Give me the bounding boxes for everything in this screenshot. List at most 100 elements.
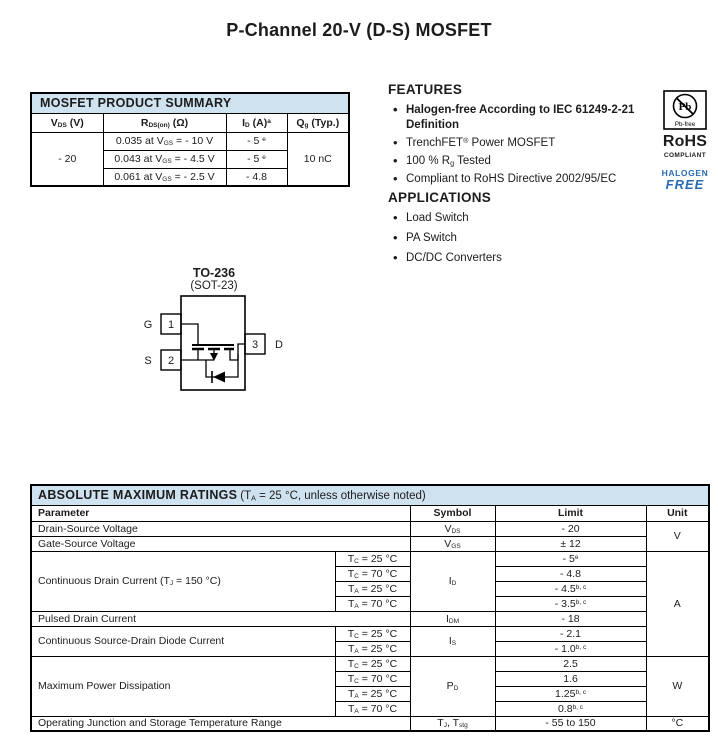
amr-limit: 2.5: [494, 655, 647, 672]
pin2-number: 2: [168, 355, 174, 367]
features-section: FEATURES Halogen-free According to IEC 6…: [388, 82, 664, 190]
table-row: MOSFET PRODUCT SUMMARY: [30, 92, 350, 114]
halogen-label: HALOGEN: [661, 168, 709, 178]
amr-header-unit: Unit: [645, 504, 710, 522]
summary-id-value: - 4.8: [225, 167, 288, 187]
amr-limit: - 20: [494, 520, 647, 537]
amr-limit: - 5e: [494, 550, 647, 567]
summary-header-rds: RDS(on) (Ω): [102, 112, 227, 133]
pb-free-icon: Pb Pb-free: [663, 90, 707, 130]
amr-parameter: Drain-Source Voltage: [30, 520, 411, 537]
amr-limit: - 1.0b, c: [494, 640, 647, 657]
halogen-free-label: FREE: [665, 177, 705, 192]
table-row: Gate-Source Voltage VGS ± 12: [30, 535, 709, 552]
amr-condition: TA = 70 °C: [334, 595, 411, 612]
page-title: P-Channel 20-V (D-S) MOSFET: [226, 20, 492, 40]
amr-parameter: Continuous Drain Current (TJ = 150 °C): [30, 550, 336, 612]
amr-limit: - 3.5b, c: [494, 595, 647, 612]
amr-header-symbol: Symbol: [409, 504, 496, 522]
amr-parameter: Gate-Source Voltage: [30, 535, 411, 552]
amr-table-title-cell: ABSOLUTE MAXIMUM RATINGS (TA = 25 °C, un…: [30, 484, 710, 506]
features-list: Halogen-free According to IEC 61249-2-21…: [388, 102, 664, 188]
summary-rds-value: 0.035 at VGS = - 10 V: [102, 131, 227, 151]
summary-rds-value: 0.061 at VGS = - 2.5 V: [102, 167, 227, 187]
summary-table-title: MOSFET PRODUCT SUMMARY: [30, 92, 350, 114]
table-row: Maximum Power Dissipation TC = 25 °C PD …: [30, 655, 710, 717]
product-summary-table: MOSFET PRODUCT SUMMARY VDS (V) RDS(on) (…: [30, 92, 350, 187]
amr-limit: 1.25b, c: [494, 685, 647, 702]
pin3-number: 3: [252, 339, 258, 351]
table-row: Pulsed Drain Current IDM - 18: [30, 610, 709, 627]
amr-parameter: Continuous Source-Drain Diode Current: [30, 625, 336, 657]
amr-symbol: IDM: [409, 610, 496, 627]
amr-limit: - 18: [494, 610, 647, 627]
package-name: TO-236: [192, 266, 236, 280]
package-outline-drawing: 1 2 3 G S D: [144, 295, 283, 391]
feature-item: Compliant to RoHS Directive 2002/95/EC: [388, 171, 664, 188]
feature-item: Halogen-free According to IEC 61249-2-21…: [388, 102, 664, 133]
amr-limit: - 4.5b, c: [494, 580, 647, 597]
amr-table-note: (TA = 25 °C, unless otherwise noted): [240, 490, 426, 503]
features-heading: FEATURES: [388, 82, 463, 97]
amr-condition: TC = 70 °C: [334, 565, 411, 582]
feature-item: TrenchFET® Power MOSFET: [388, 135, 664, 152]
table-row: Parameter Symbol Limit Unit: [30, 504, 710, 522]
amr-condition: TA = 70 °C: [334, 700, 411, 717]
amr-condition: TC = 25 °C: [334, 625, 411, 642]
table-row: 0.043 at VGS = - 4.5 V - 5 e: [31, 149, 349, 169]
application-item: PA Switch: [388, 230, 664, 247]
amr-unit: V: [645, 520, 710, 552]
amr-symbol: VDS: [409, 520, 496, 537]
absolute-maximum-ratings-table: ABSOLUTE MAXIMUM RATINGS (TA = 25 °C, un…: [30, 484, 711, 732]
summary-vds-value: - 20: [30, 131, 104, 187]
table-row: TA = 25 °C - 1.0b, c: [31, 640, 709, 657]
rohs-label: RoHS: [662, 133, 708, 150]
table-row: Continuous Drain Current (TJ = 150 °C) T…: [30, 550, 710, 657]
applications-section: APPLICATIONS Load Switch PA Switch DC/DC…: [388, 190, 664, 271]
summary-header-qg: Qg (Typ.): [286, 112, 350, 133]
package-body: [180, 295, 246, 391]
source-pin-label: S: [144, 355, 151, 367]
drain-pin-label: D: [275, 339, 283, 351]
application-item: Load Switch: [388, 210, 664, 227]
amr-header-limit: Limit: [494, 504, 647, 522]
amr-parameter: Maximum Power Dissipation: [30, 655, 336, 717]
applications-heading: APPLICATIONS: [388, 190, 492, 205]
table-row: - 20 0.035 at VGS = - 10 V - 5 e 10 nC: [30, 131, 350, 187]
channel-arrow: [210, 353, 218, 361]
amr-condition: TC = 25 °C: [334, 655, 411, 672]
amr-header-parameter: Parameter: [30, 504, 411, 522]
table-row: TC = 70 °C - 4.8: [31, 565, 709, 582]
summary-id-value: - 5 e: [225, 131, 288, 151]
amr-symbol: ID: [409, 550, 496, 612]
amr-unit: A: [645, 550, 710, 657]
rohs-compliant-label: COMPLIANT: [663, 152, 707, 159]
table-row: TA = 70 °C 0.8b, c: [31, 700, 709, 717]
amr-condition: TA = 25 °C: [334, 640, 411, 657]
amr-condition: TC = 25 °C: [334, 550, 411, 567]
amr-parameter: Operating Junction and Storage Temperatu…: [30, 715, 411, 732]
table-row: Drain-Source Voltage VDS - 20 V: [30, 520, 710, 552]
summary-rds-value: 0.043 at VGS = - 4.5 V: [102, 149, 227, 169]
summary-header-id: ID (A)a: [225, 112, 288, 133]
amr-condition: TC = 70 °C: [334, 670, 411, 687]
amr-limit: 1.6: [494, 670, 647, 687]
mosfet-symbol-arrows: [210, 353, 225, 383]
amr-unit: °C: [645, 715, 710, 732]
summary-qg-value: 10 nC: [286, 131, 350, 187]
compliance-badges: Pb Pb-free RoHS COMPLIANT HALOGEN FREE: [657, 90, 713, 192]
amr-symbol: TJ, Tstg: [409, 715, 496, 732]
amr-limit: 0.8b, c: [494, 700, 647, 717]
table-row: Continuous Source-Drain Diode Current TC…: [30, 625, 709, 657]
package-variant: (SOT-23): [190, 280, 238, 292]
pb-free-text: Pb-free: [675, 121, 696, 128]
feature-item: 100 % Rg Tested: [388, 153, 664, 170]
amr-parameter: Pulsed Drain Current: [30, 610, 411, 627]
table-row: TA = 25 °C - 4.5b, c: [31, 580, 709, 597]
amr-limit: - 2.1: [494, 625, 647, 642]
amr-symbol: PD: [409, 655, 496, 717]
applications-list: Load Switch PA Switch DC/DC Converters: [388, 210, 664, 267]
table-row: Operating Junction and Storage Temperatu…: [30, 715, 710, 732]
amr-limit: - 55 to 150: [494, 715, 647, 732]
